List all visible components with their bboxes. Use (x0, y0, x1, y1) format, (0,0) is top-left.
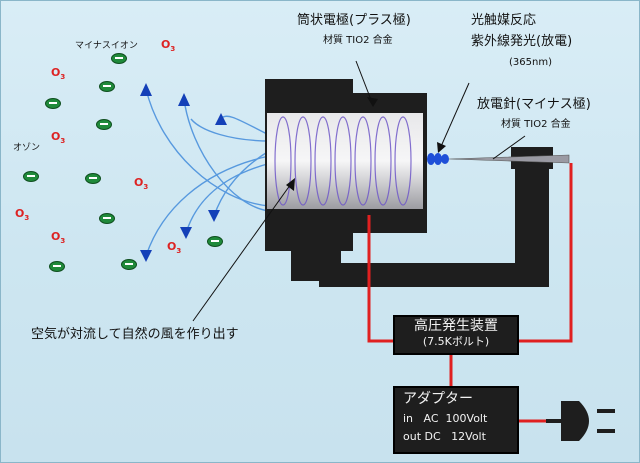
arrowhead (140, 83, 152, 96)
airflow-arrow (183, 98, 270, 212)
airflow-arrow (220, 115, 272, 137)
discharge-needle (448, 154, 570, 164)
power-wires (367, 163, 573, 423)
negative-ion (121, 259, 137, 270)
needle-material: 材質 TIO2 合金 (501, 119, 571, 130)
adapter-input: in AC 100Volt (403, 412, 488, 425)
airflow-arrow (185, 162, 272, 234)
negative-ion (45, 98, 61, 109)
negative-ion (99, 213, 115, 224)
power-plug (546, 401, 615, 441)
reaction-line3: (365nm) (509, 57, 552, 68)
negative-ion (85, 173, 101, 184)
convection-caption: 空気が対流して自然の風を作り出す (31, 327, 239, 342)
airflow-arrows (145, 88, 272, 257)
ozone-molecule: O3 (134, 176, 149, 192)
airflow-arrow (145, 88, 270, 207)
power-adapter: アダプター in AC 100Volt out DC 12Volt (393, 386, 519, 454)
reaction-line1: 光触媒反応 (471, 13, 537, 28)
ozone-molecule: O3 (51, 130, 66, 146)
arrowhead (178, 93, 190, 106)
adapter-output: out DC 12Volt (403, 430, 486, 443)
uv-spark (427, 153, 449, 165)
arrowhead (208, 210, 220, 222)
ozone-molecule: O3 (167, 240, 182, 256)
negative-ion (23, 171, 39, 182)
adapter-title: アダプター (403, 391, 473, 407)
high-voltage-generator: 高圧発生装置 (7.5Kボルト) (393, 315, 519, 355)
discharge-spiral (274, 116, 412, 206)
ozone-molecule: O3 (51, 230, 66, 246)
negative-ion (49, 261, 65, 272)
ozone-label: オゾン (13, 143, 41, 153)
negative-ion (207, 236, 223, 247)
needle-title: 放電針(マイナス極) (477, 97, 591, 112)
stand-arm (319, 263, 549, 287)
negative-ion (96, 119, 112, 130)
stand-post (515, 161, 549, 287)
leader-arrowheads (286, 97, 446, 191)
generator-voltage: (7.5Kボルト) (422, 335, 490, 348)
airflow-arrowheads (140, 83, 227, 262)
ozone-molecule: O3 (51, 66, 66, 82)
electrode-material: 材質 TIO2 合金 (323, 35, 393, 46)
ozone-molecule: O3 (161, 38, 176, 54)
ozone-molecule: O3 (15, 207, 30, 223)
airflow-arrow (145, 155, 270, 257)
arrowhead (180, 227, 192, 239)
airflow-arrow (213, 150, 270, 217)
negative-ion (111, 53, 127, 64)
minus-ion-label: マイナスイオン (75, 41, 138, 51)
arrowhead (140, 250, 152, 262)
airflow-arrow (190, 118, 272, 142)
generator-title: 高圧発生装置 (414, 318, 498, 334)
negative-ion (99, 81, 115, 92)
arrowhead (215, 113, 227, 125)
electrode-title: 筒状電極(プラス極) (297, 13, 411, 28)
reaction-line2: 紫外線発光(放電) (471, 34, 573, 49)
